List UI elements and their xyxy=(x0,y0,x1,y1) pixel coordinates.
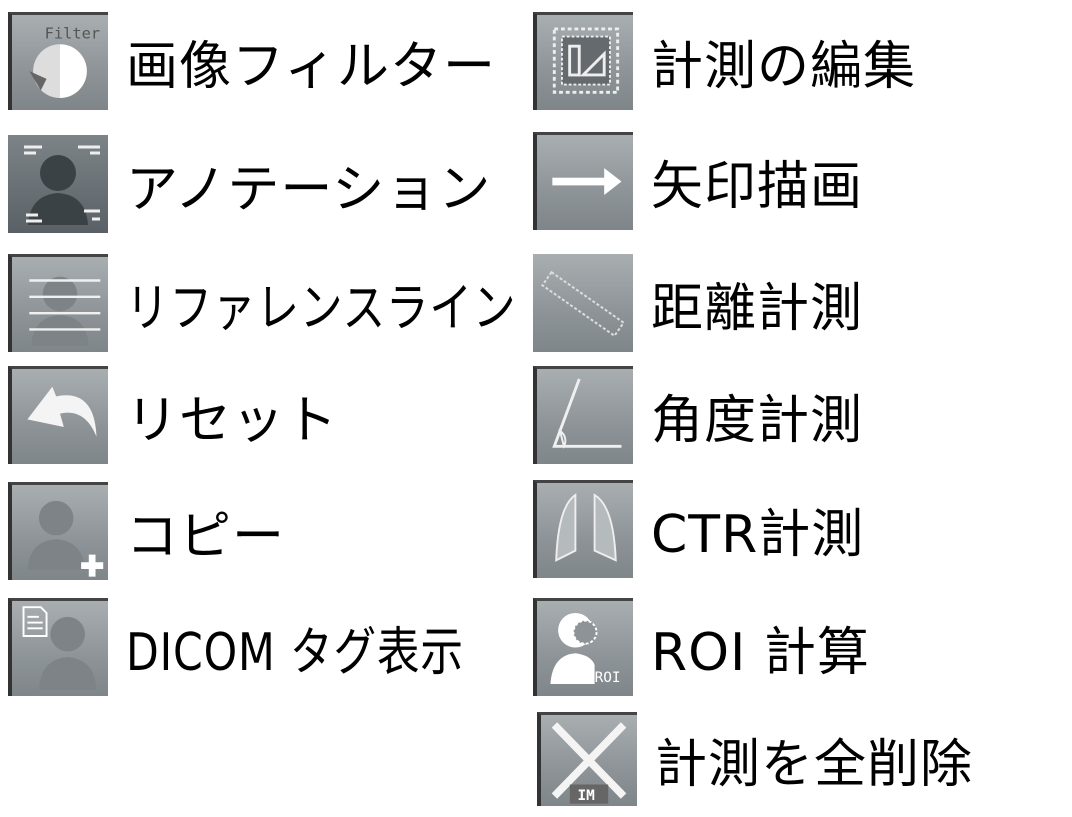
ruler-icon xyxy=(533,254,633,352)
edit-measurement-icon xyxy=(533,12,633,110)
tool-label: 角度計測 xyxy=(651,390,864,451)
tool-arrow[interactable]: 矢印描画 xyxy=(533,132,863,230)
tool-label: 距離計測 xyxy=(651,278,864,339)
dicom-tag-icon xyxy=(8,598,108,696)
reset-icon xyxy=(8,366,108,464)
tool-label: 矢印描画 xyxy=(651,156,864,217)
tool-label: DICOM タグ表示 xyxy=(126,622,464,683)
tool-edit-measurement[interactable]: 計測の編集 xyxy=(533,12,916,110)
tool-roi[interactable]: ROI ROI 計算 xyxy=(533,598,870,696)
angle-icon xyxy=(533,366,633,464)
tool-label: CTR計測 xyxy=(651,504,865,565)
svg-text:Filter: Filter xyxy=(45,25,100,43)
filter-icon: Filter xyxy=(8,12,108,110)
tool-image-filter[interactable]: Filter 画像フィルター xyxy=(8,12,496,110)
tool-label: リファレンスライン xyxy=(126,278,517,339)
annotation-icon xyxy=(8,135,108,233)
tool-angle[interactable]: 角度計測 xyxy=(533,366,863,464)
tool-annotation[interactable]: アノテーション xyxy=(8,135,491,233)
tool-copy[interactable]: コピー xyxy=(8,482,285,580)
tool-label: ROI 計算 xyxy=(651,622,870,683)
tool-delete-all[interactable]: IM 計測を全削除 xyxy=(537,712,973,806)
tool-label: 計測の編集 xyxy=(651,36,917,97)
roi-icon: ROI xyxy=(533,598,633,696)
tool-label: リセット xyxy=(126,390,339,451)
delete-all-icon: IM xyxy=(537,712,637,806)
copy-icon xyxy=(8,482,108,580)
reference-line-icon xyxy=(8,254,108,352)
tool-label: 計測を全削除 xyxy=(655,734,974,795)
svg-text:ROI: ROI xyxy=(595,670,621,686)
tool-distance[interactable]: 距離計測 xyxy=(533,254,863,352)
arrow-icon xyxy=(533,132,633,230)
tool-label: アノテーション xyxy=(126,159,492,220)
tool-reset[interactable]: リセット xyxy=(8,366,338,464)
tool-reference-line[interactable]: リファレンスライン xyxy=(8,254,602,352)
tool-label: 画像フィルター xyxy=(126,36,496,97)
tool-ctr[interactable]: CTR計測 xyxy=(533,480,864,578)
lungs-icon xyxy=(533,480,633,578)
tool-dicom-tag[interactable]: DICOM タグ表示 xyxy=(8,598,538,696)
tool-label: コピー xyxy=(126,506,286,567)
svg-text:IM: IM xyxy=(577,788,595,804)
